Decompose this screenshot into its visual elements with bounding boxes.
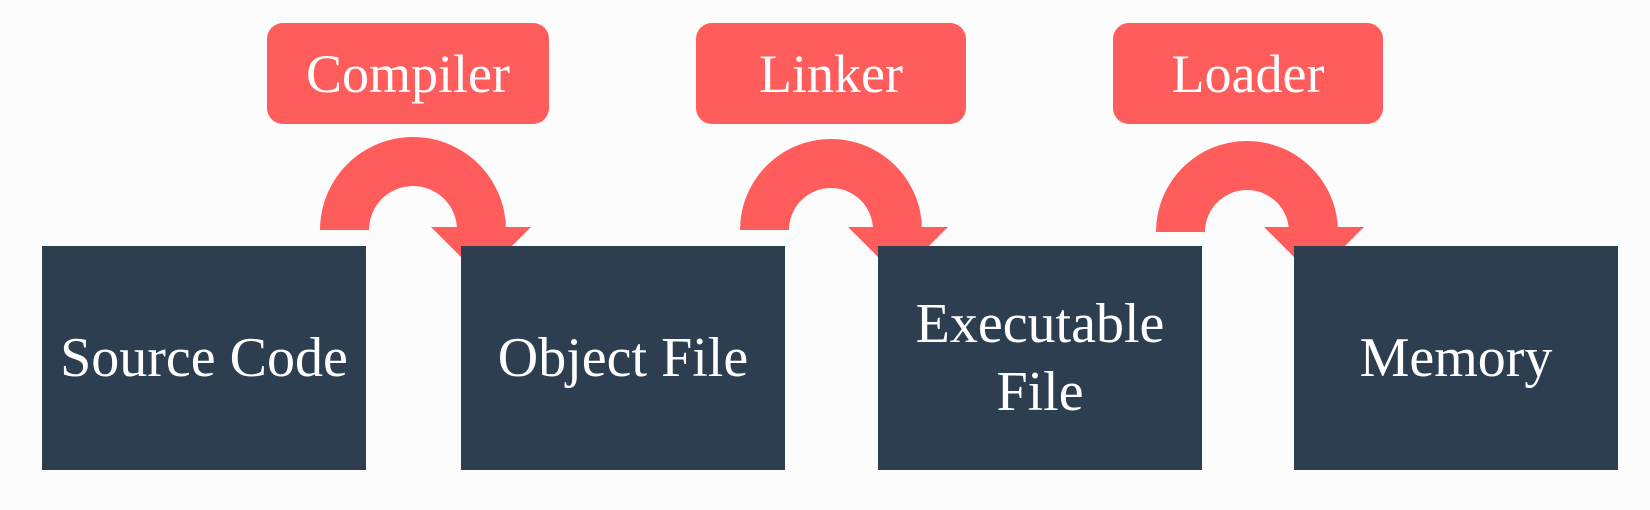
process-label-loader: Loader xyxy=(1113,23,1383,124)
stage-box-memory: Memory xyxy=(1294,246,1618,470)
stage-label: Source Code xyxy=(60,327,348,389)
stage-label: Memory xyxy=(1359,327,1553,389)
stage-box-object-file: Object File xyxy=(461,246,785,470)
process-label-compiler: Compiler xyxy=(267,23,549,124)
stage-label: Executable File xyxy=(915,293,1165,423)
stage-box-source-code: Source Code xyxy=(42,246,366,470)
stage-label: Object File xyxy=(497,327,749,389)
process-label-linker: Linker xyxy=(696,23,966,124)
stage-box-executable-file: Executable File xyxy=(878,246,1202,470)
